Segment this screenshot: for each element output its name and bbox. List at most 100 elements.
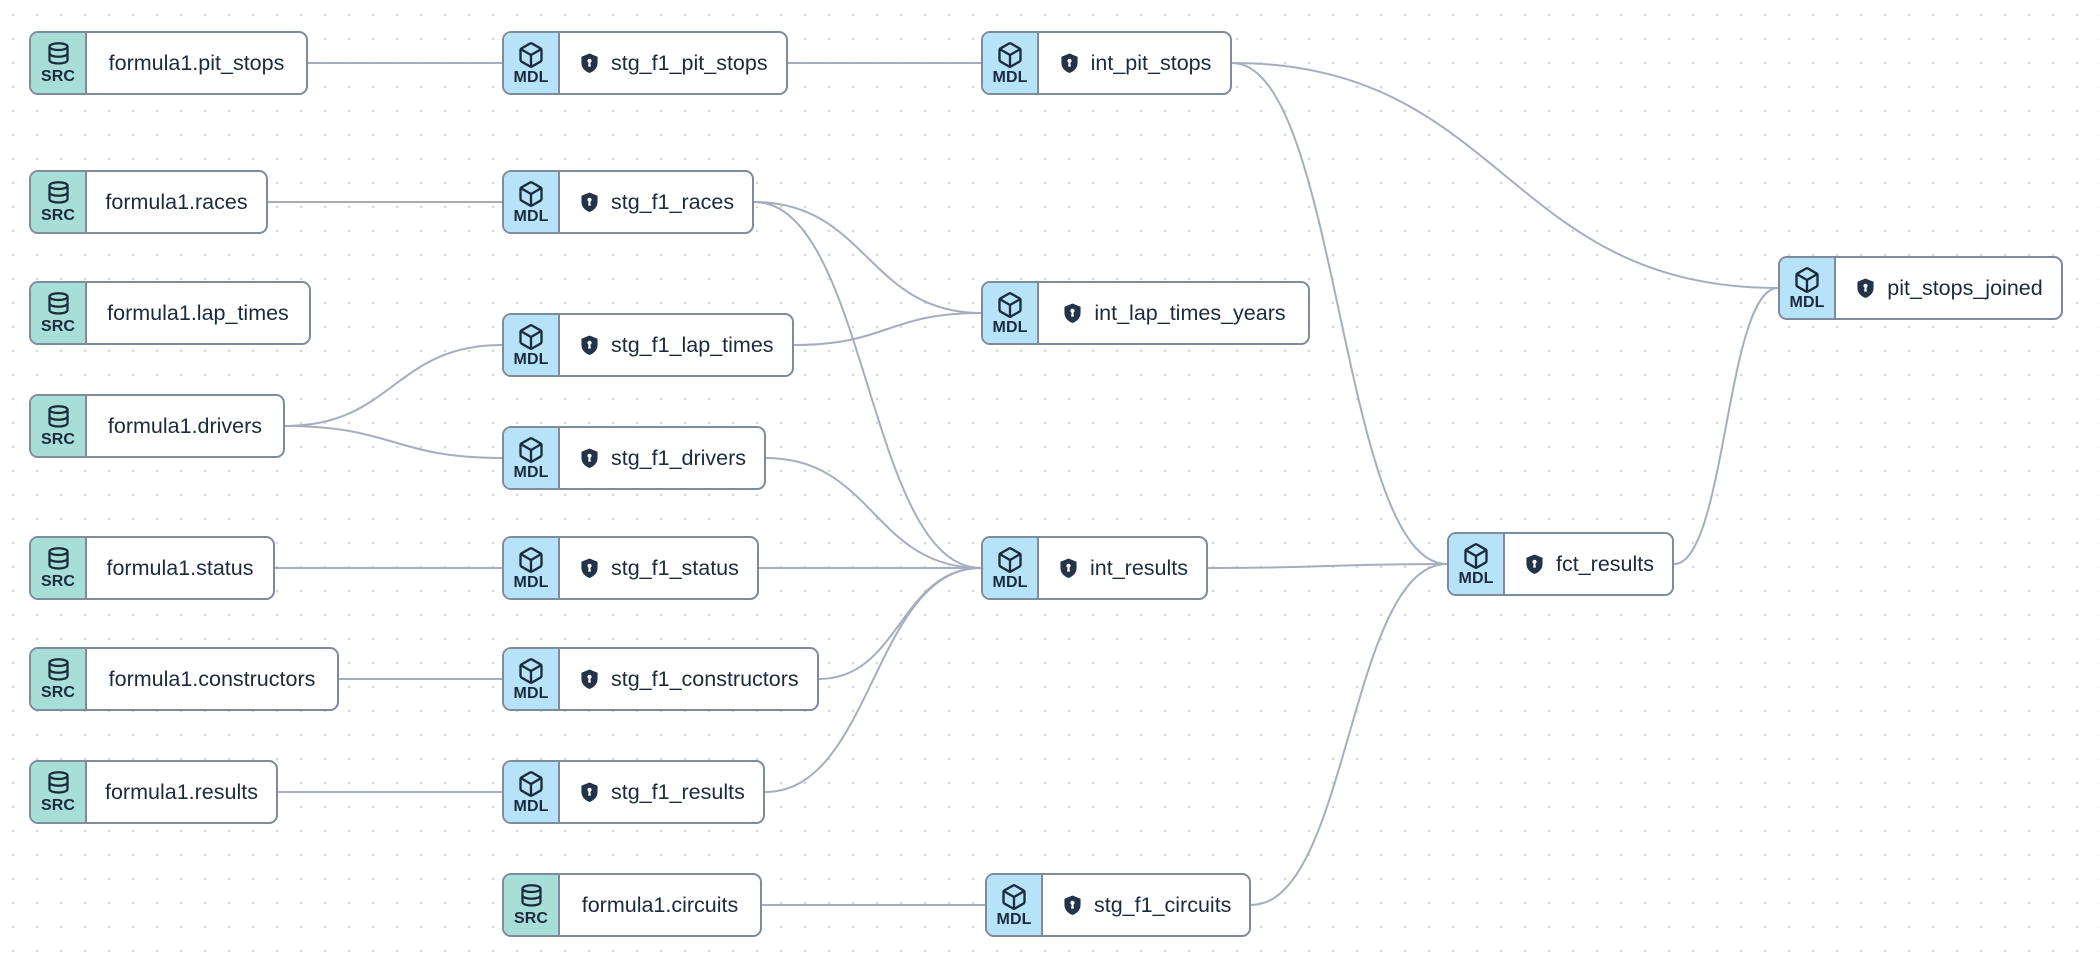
- node-type-label: MDL: [1789, 293, 1825, 311]
- node-label: fct_results: [1556, 551, 1654, 576]
- node-label: stg_f1_drivers: [611, 445, 747, 470]
- database-icon: [47, 181, 69, 204]
- node-body: formula1.races: [87, 172, 266, 232]
- model-type-badge: MDL: [983, 538, 1039, 598]
- node-type-label: MDL: [1458, 569, 1494, 587]
- model-type-badge: MDL: [504, 428, 560, 488]
- edge-int_pit_stops-pit_stops_joined: [1231, 62, 1779, 289]
- node-body: formula1.lap_times: [87, 283, 309, 343]
- node-fct_results[interactable]: MDL fct_results: [1447, 532, 1674, 596]
- cube-icon: [998, 41, 1022, 68]
- node-label: formula1.pit_stops: [108, 50, 285, 75]
- node-label: stg_f1_constructors: [611, 666, 799, 691]
- source-type-badge: SRC: [31, 396, 87, 456]
- model-type-badge: MDL: [504, 33, 560, 93]
- node-stg_f1_constructors[interactable]: MDL stg_f1_constructors: [502, 647, 819, 711]
- node-stg_f1_lap_times[interactable]: MDL stg_f1_lap_times: [502, 313, 794, 377]
- node-src_status[interactable]: SRC formula1.status: [29, 536, 275, 600]
- database-icon: [47, 547, 69, 570]
- node-label: formula1.lap_times: [107, 300, 289, 325]
- edge-fct_results-pit_stops_joined: [1673, 287, 1779, 565]
- shield-lock-icon: [581, 782, 598, 802]
- node-src_pit_stops[interactable]: SRC formula1.pit_stops: [29, 31, 308, 95]
- shield-lock-icon: [581, 192, 598, 212]
- node-label: stg_f1_lap_times: [611, 332, 774, 357]
- node-stg_f1_drivers[interactable]: MDL stg_f1_drivers: [502, 426, 767, 490]
- model-type-badge: MDL: [504, 315, 560, 375]
- cube-icon: [1464, 542, 1488, 569]
- shield-lock-icon: [581, 53, 598, 73]
- node-type-label: MDL: [992, 573, 1028, 591]
- shield-lock-icon: [1526, 554, 1543, 574]
- node-body: formula1.drivers: [87, 396, 283, 456]
- node-body: stg_f1_pit_stops: [560, 33, 786, 93]
- node-stg_f1_pit_stops[interactable]: MDL stg_f1_pit_stops: [502, 31, 788, 95]
- node-label: int_pit_stops: [1090, 50, 1212, 75]
- node-body: stg_f1_constructors: [560, 649, 817, 709]
- edge-src_drivers-stg_f1_lap_times: [284, 344, 503, 427]
- model-type-badge: MDL: [504, 538, 560, 598]
- node-label: stg_f1_pit_stops: [611, 50, 768, 75]
- node-label: formula1.constructors: [108, 666, 316, 691]
- node-label: stg_f1_results: [611, 779, 745, 804]
- database-icon: [47, 771, 69, 794]
- model-type-badge: MDL: [504, 649, 560, 709]
- node-pit_stops_joined[interactable]: MDL pit_stops_joined: [1778, 256, 2063, 320]
- node-body: stg_f1_circuits: [1043, 875, 1249, 935]
- cube-icon: [519, 436, 543, 463]
- cube-icon: [998, 291, 1022, 318]
- node-body: int_lap_times_years: [1039, 283, 1308, 343]
- cube-icon: [519, 41, 543, 68]
- shield-lock-icon: [581, 335, 598, 355]
- cube-icon: [519, 180, 543, 207]
- cube-icon: [519, 546, 543, 573]
- source-type-badge: SRC: [31, 172, 87, 232]
- shield-lock-icon: [1857, 278, 1874, 298]
- node-type-label: MDL: [513, 207, 549, 225]
- node-label: formula1.status: [106, 555, 254, 580]
- edge-src_drivers-stg_f1_drivers: [284, 425, 503, 459]
- edge-stg_f1_constructors-int_results: [818, 567, 982, 680]
- model-type-badge: MDL: [987, 875, 1043, 935]
- source-type-badge: SRC: [31, 762, 87, 822]
- node-type-label: MDL: [513, 684, 549, 702]
- model-type-badge: MDL: [983, 283, 1039, 343]
- shield-lock-icon: [1061, 53, 1078, 73]
- node-type-label: MDL: [996, 910, 1032, 928]
- model-type-badge: MDL: [504, 762, 560, 822]
- node-body: formula1.constructors: [87, 649, 337, 709]
- node-stg_f1_circuits[interactable]: MDL stg_f1_circuits: [985, 873, 1252, 937]
- node-int_lap_times_years[interactable]: MDL int_lap_times_years: [981, 281, 1310, 345]
- node-type-label: MDL: [513, 68, 549, 86]
- node-label: stg_f1_circuits: [1094, 892, 1232, 917]
- database-icon: [47, 658, 69, 681]
- cube-icon: [998, 546, 1022, 573]
- node-label: pit_stops_joined: [1887, 275, 2043, 300]
- cube-icon: [1002, 883, 1026, 910]
- database-icon: [47, 42, 69, 65]
- edge-stg_f1_lap_times-int_lap_times_years: [793, 312, 982, 346]
- shield-lock-icon: [1064, 303, 1081, 323]
- node-body: formula1.circuits: [560, 875, 760, 935]
- node-type-label: MDL: [513, 573, 549, 591]
- edge-stg_f1_drivers-int_results: [765, 457, 982, 569]
- source-type-badge: SRC: [31, 33, 87, 93]
- node-type-label: SRC: [40, 573, 76, 590]
- source-type-badge: SRC: [31, 538, 87, 598]
- node-stg_f1_results[interactable]: MDL stg_f1_results: [502, 760, 765, 824]
- node-type-label: MDL: [992, 318, 1028, 336]
- node-body: stg_f1_results: [560, 762, 763, 822]
- model-type-badge: MDL: [504, 172, 560, 232]
- node-type-label: SRC: [40, 797, 76, 814]
